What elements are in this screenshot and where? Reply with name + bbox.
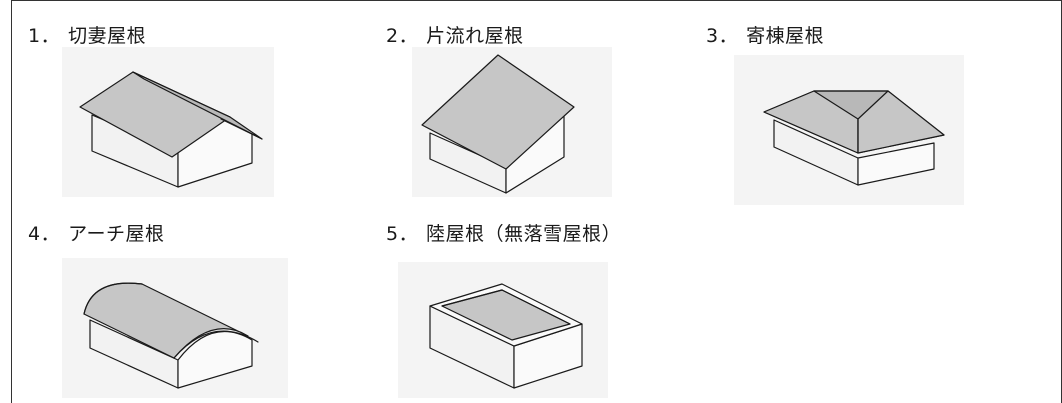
roof-number: 4． [28,223,61,245]
roof-name: 陸屋根（無落雪屋根） [426,223,622,245]
roof-label-gable: 1． 切妻屋根 [28,24,146,48]
hip-roof-icon [734,55,964,205]
shed-roof-icon [412,47,612,197]
roof-label-shed: 2． 片流れ屋根 [386,24,524,48]
flat-roof-icon [398,262,608,398]
roof-name: 片流れ屋根 [426,25,524,47]
roof-name: 切妻屋根 [68,25,147,47]
roof-number: 2． [386,25,419,47]
roof-label-hip: 3． 寄棟屋根 [706,24,824,48]
roof-name: 寄棟屋根 [746,25,825,47]
roof-number: 5． [386,223,419,245]
arch-roof-icon [62,258,288,398]
roof-name: アーチ屋根 [68,223,165,245]
roof-number: 3． [706,25,739,47]
roof-number: 1． [28,25,61,47]
roof-label-arch: 4． アーチ屋根 [28,222,164,246]
gable-roof-icon [62,47,274,197]
roof-label-flat: 5． 陸屋根（無落雪屋根） [386,222,621,246]
